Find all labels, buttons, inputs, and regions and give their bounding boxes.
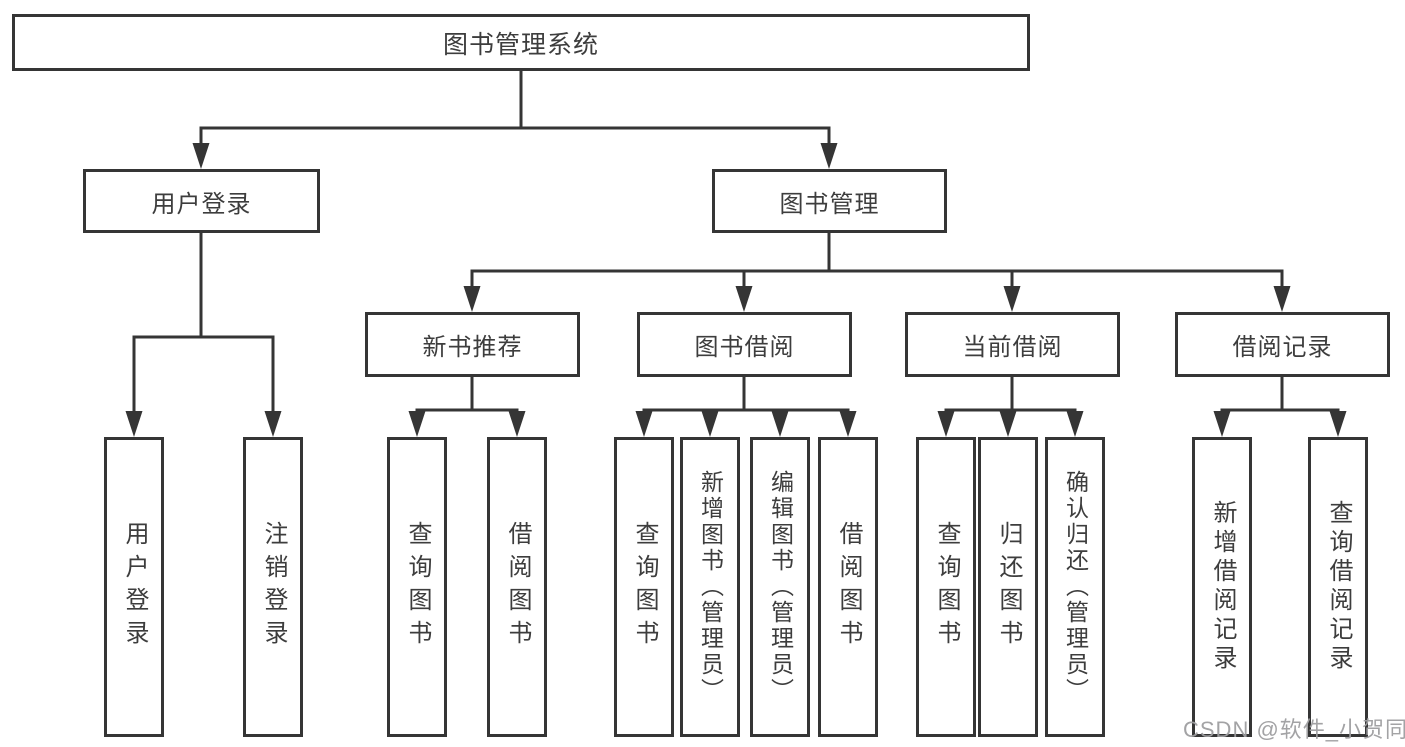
leaf-edit-books-admin-label: 编辑图书（管理员） xyxy=(767,470,794,704)
leaf-query-books-borrow-label: 查询图书 xyxy=(631,521,658,653)
leaf-borrow-books-label: 借阅图书 xyxy=(835,521,862,653)
leaf-query-books-recommend-label: 查询图书 xyxy=(404,521,431,653)
leaf-add-books-admin: 新增图书（管理员） xyxy=(680,437,740,737)
leaf-return-books-label: 归还图书 xyxy=(995,521,1022,653)
node-book-borrowing: 图书借阅 xyxy=(637,312,852,377)
node-book-management: 图书管理 xyxy=(712,169,947,233)
leaf-query-books-current: 查询图书 xyxy=(916,437,976,737)
node-current-borrowing: 当前借阅 xyxy=(905,312,1120,377)
leaf-query-books-borrow: 查询图书 xyxy=(614,437,674,737)
leaf-logout-label: 注销登录 xyxy=(260,521,287,653)
leaf-query-books-recommend: 查询图书 xyxy=(387,437,447,737)
leaf-add-borrow-record-label: 新增借阅记录 xyxy=(1209,500,1236,674)
leaf-edit-books-admin: 编辑图书（管理员） xyxy=(750,437,810,737)
leaf-confirm-return-admin: 确认归还（管理员） xyxy=(1045,437,1105,737)
leaf-logout: 注销登录 xyxy=(243,437,303,737)
leaf-query-borrow-record: 查询借阅记录 xyxy=(1308,437,1368,737)
leaf-confirm-return-admin-label: 确认归还（管理员） xyxy=(1062,470,1089,704)
leaf-borrow-books-recommend-label: 借阅图书 xyxy=(504,521,531,653)
csdn-watermark: CSDN @软件_小贺同学 xyxy=(1183,717,1405,742)
node-new-book-recommendation: 新书推荐 xyxy=(365,312,580,377)
leaf-user-login: 用户登录 xyxy=(104,437,164,737)
node-library-management-system: 图书管理系统 xyxy=(12,14,1030,71)
leaf-return-books: 归还图书 xyxy=(978,437,1038,737)
leaf-query-books-current-label: 查询图书 xyxy=(933,521,960,653)
node-user-login: 用户登录 xyxy=(83,169,320,233)
leaf-borrow-books-recommend: 借阅图书 xyxy=(487,437,547,737)
leaf-borrow-books: 借阅图书 xyxy=(818,437,878,737)
leaf-user-login-label: 用户登录 xyxy=(121,521,148,653)
node-borrowing-records: 借阅记录 xyxy=(1175,312,1390,377)
leaf-query-borrow-record-label: 查询借阅记录 xyxy=(1325,500,1352,674)
leaf-add-borrow-record: 新增借阅记录 xyxy=(1192,437,1252,737)
leaf-add-books-admin-label: 新增图书（管理员） xyxy=(697,470,724,704)
